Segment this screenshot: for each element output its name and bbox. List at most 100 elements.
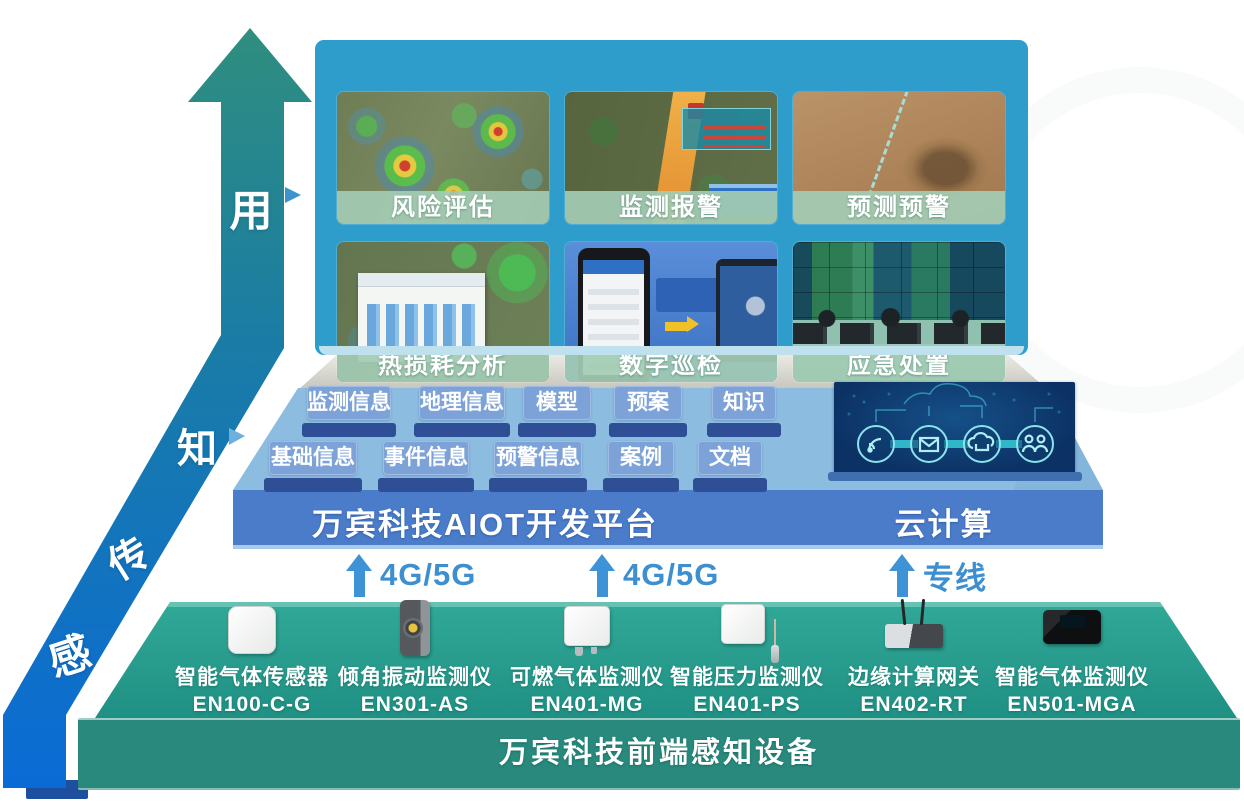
yellow-arrow-icon: [664, 321, 687, 331]
pointer-triangle-use-icon: [285, 187, 301, 203]
cloud-bracket-glyph: [974, 444, 990, 452]
mail-icon: [910, 425, 948, 463]
device-model: EN501-MGA: [1007, 693, 1137, 716]
device-combustible-gas-monitor: 可燃气体监测仪 EN401-MG: [502, 598, 672, 718]
device-model: EN301-AS: [360, 693, 470, 716]
tile-label: 监测报警: [565, 191, 777, 224]
phone-screen-header: [583, 259, 645, 274]
tablet-shape: [715, 258, 777, 363]
team-icon: [1016, 425, 1054, 463]
panel-bottom-edge: [319, 346, 1024, 355]
chip-pedestal: [518, 423, 596, 437]
alarm-info-overlay: [681, 107, 771, 151]
dashboard-bar-chart: [367, 304, 477, 355]
operator-desks-shape: [793, 323, 1005, 345]
up-arrow-icon: [345, 553, 373, 597]
uplink-label: 专线: [923, 560, 987, 596]
chip-event-info: 事件信息: [378, 441, 474, 493]
pressure-monitor-icon: [662, 598, 832, 663]
uplink-4g5g-2: 4G/5G: [588, 552, 719, 598]
chip-label: 知识: [712, 386, 776, 420]
chip-knowledge: 知识: [707, 386, 781, 438]
tile-label: 风险评估: [337, 191, 549, 224]
device-smart-gas-monitor: 智能气体监测仪 EN501-MGA: [987, 598, 1157, 718]
pointer-triangle-know-icon: [229, 428, 245, 445]
circuit-traces: [875, 405, 1053, 422]
arrow-label-know: 知: [177, 427, 217, 471]
up-arrow-icon: [888, 553, 916, 597]
chip-monitor-info: 监测信息: [302, 386, 396, 438]
smart-gas-icon: [987, 598, 1157, 660]
tilt-vibration-icon: [330, 598, 500, 660]
frontend-devices-title-bar: 万宾科技前端感知设备: [78, 718, 1240, 790]
terrain-blob-shape: [903, 136, 989, 201]
uplink-label: 4G/5G: [380, 557, 477, 592]
tablet-screen: [720, 266, 777, 356]
device-edge-computing-gateway: 边缘计算网关 EN402-RT: [829, 598, 999, 718]
chip-label: 文档: [698, 441, 762, 475]
circuit-cloud-outline: [903, 382, 987, 407]
person-head: [1036, 434, 1046, 444]
chip-pedestal: [609, 423, 687, 437]
chip-pedestal: [302, 423, 396, 437]
sense-transmit-know-use-arrow: [3, 28, 312, 788]
up-arrow-icon: [588, 553, 616, 597]
video-wall-grid: [793, 242, 1005, 321]
dashboard-header: [358, 272, 486, 288]
device-name: 边缘计算网关: [848, 666, 980, 689]
chip-label: 地理信息: [419, 386, 505, 420]
app-tile-digital-patrol: 数字巡检: [565, 242, 777, 382]
cloud-panel-graphics: [847, 382, 1061, 463]
chip-plan: 预案: [609, 386, 687, 438]
link-bar: [996, 440, 1022, 448]
device-model: EN402-RT: [860, 693, 968, 716]
person-bodies: [1021, 444, 1049, 453]
chip-label: 事件信息: [383, 441, 469, 475]
chip-basic-info: 基础信息: [264, 441, 362, 493]
platform-front-face: [233, 490, 1103, 545]
gas-sensor-icon: [167, 598, 337, 660]
chip-label: 案例: [608, 441, 674, 475]
tile-label: 预测预警: [793, 191, 1005, 224]
cloud-icon: [963, 425, 1001, 463]
arrow-label-use: 用: [229, 188, 273, 236]
chip-pedestal: [264, 478, 362, 492]
edge-gateway-icon: [829, 598, 999, 660]
mail-glyph: [918, 436, 940, 453]
yellow-arrow-head-icon: [686, 316, 699, 333]
cloud-panel-stand: [828, 472, 1082, 481]
chip-model: 模型: [518, 386, 596, 438]
platform-front-lip: [233, 545, 1103, 549]
chip-pedestal: [693, 478, 767, 492]
app-tile-forecast-warning: 预测预警: [793, 92, 1005, 224]
circuit-dots: [847, 392, 1061, 416]
chip-case: 案例: [603, 441, 679, 493]
video-wall-shape: [793, 242, 1005, 321]
cloud-computing-label: 云计算: [894, 507, 994, 542]
chip-label: 预警信息: [494, 441, 582, 475]
link-bar: [890, 440, 918, 448]
device-model: EN401-PS: [693, 693, 801, 716]
operator-silhouettes: [793, 307, 1005, 328]
cloud-glyph: [967, 431, 995, 450]
chip-warning-info: 预警信息: [489, 441, 587, 493]
chip-pedestal: [603, 478, 679, 492]
chip-label: 监测信息: [307, 386, 391, 420]
app-tile-risk-assessment: 风险评估: [337, 92, 549, 224]
application-screens-panel: 风险评估 监测报警 预测预警: [315, 40, 1028, 382]
app-tile-monitor-alarm: 监测报警: [565, 92, 777, 224]
chip-pedestal: [378, 478, 474, 492]
uplink-label: 4G/5G: [623, 557, 720, 592]
mail-flap: [919, 438, 939, 448]
aiot-platform-title: 万宾科技AIOT开发平台: [311, 507, 659, 542]
chip-label: 模型: [523, 386, 591, 420]
rss-dot: [867, 447, 873, 453]
device-model: EN100-C-G: [192, 693, 312, 716]
cloud-computing-panel: [834, 382, 1075, 473]
chip-pedestal: [414, 423, 510, 437]
device-tilt-vibration-monitor: 倾角振动监测仪 EN301-AS: [330, 598, 500, 718]
chip-document: 文档: [693, 441, 767, 493]
chip-pedestal: [489, 478, 587, 492]
uplink-dedicated-line: 专线: [888, 552, 987, 598]
